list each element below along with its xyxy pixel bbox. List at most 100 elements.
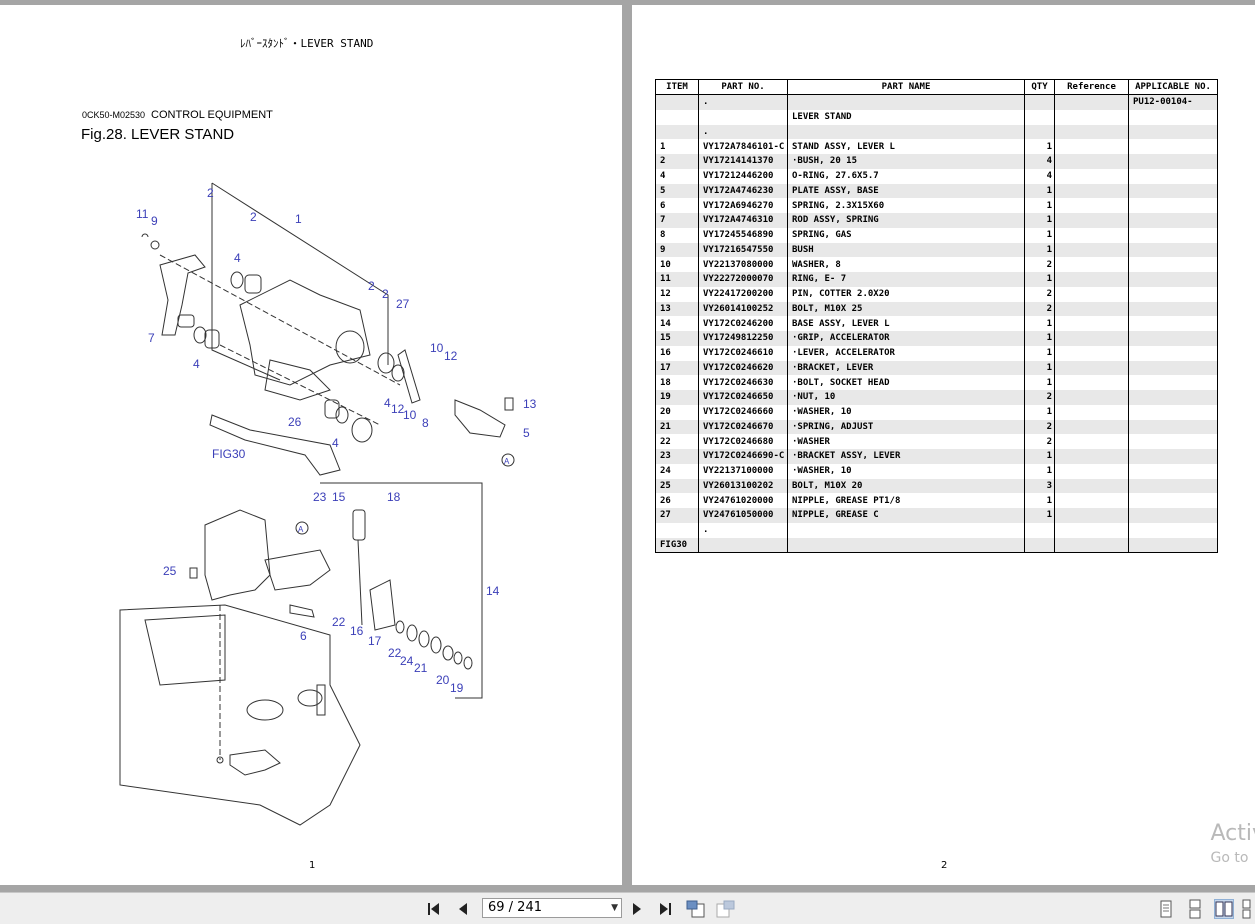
header-qty: QTY (1024, 79, 1055, 95)
prev-view-icon (686, 900, 705, 918)
washer-part (395, 620, 405, 634)
cell-part-name: O-RING, 27.6X5.7 (787, 168, 1025, 184)
cell-qty (1024, 537, 1055, 554)
cell-qty: 4 (1024, 168, 1055, 184)
cell-reference (1054, 463, 1129, 479)
cell-item (655, 94, 699, 110)
lever-accelerator-part (357, 539, 363, 626)
next-view-button[interactable] (714, 899, 736, 919)
cell-applicable-no (1128, 345, 1218, 361)
cell-item: 22 (655, 434, 699, 449)
table-header-row: ITEM PART NO. PART NAME QTY Reference AP… (655, 79, 1218, 95)
callout-10: 10 (430, 341, 444, 355)
header-item: ITEM (655, 79, 699, 95)
cell-part-no: VY172C0246620 (698, 360, 788, 376)
single-page-view-button[interactable] (1156, 899, 1176, 919)
cell-applicable-no (1128, 257, 1218, 272)
cell-qty: 1 (1024, 360, 1055, 376)
spring-part (418, 630, 430, 648)
table-row: LEVER STAND (655, 109, 1218, 125)
callout-17: 17 (368, 634, 382, 648)
cell-part-name: ·GRIP, ACCELERATOR (787, 331, 1025, 346)
continuous-view-button[interactable] (1185, 899, 1205, 919)
cell-item: 26 (655, 493, 699, 508)
cell-applicable-no (1128, 360, 1218, 376)
cell-applicable-no (1128, 375, 1218, 390)
cell-item: 7 (655, 213, 699, 228)
cell-part-name: SPRING, 2.3X15X60 (787, 198, 1025, 213)
next-page-button[interactable] (626, 899, 648, 919)
two-page-continuous-view-button[interactable] (1241, 899, 1255, 919)
floor-stud (316, 684, 326, 716)
page-number-input[interactable]: 69 / 241 ▼ (482, 898, 622, 918)
last-page-button[interactable] (654, 899, 676, 919)
cell-qty: 1 (1024, 183, 1055, 199)
last-page-icon (660, 903, 671, 915)
cell-item: 13 (655, 301, 699, 317)
cell-part-no: VY172C0246680 (698, 434, 788, 449)
frame-line (211, 182, 389, 365)
cell-qty: 1 (1024, 449, 1055, 464)
cell-item: 19 (655, 390, 699, 405)
activation-watermark: Activ Go to (1210, 821, 1255, 866)
cell-reference (1054, 139, 1129, 154)
cell-reference (1054, 94, 1129, 110)
callout-12: 12 (444, 349, 458, 363)
cell-reference (1054, 478, 1129, 494)
previous-view-button[interactable] (685, 899, 707, 919)
two-page-view-button[interactable] (1214, 899, 1234, 919)
callout-1: 1 (295, 212, 302, 226)
prev-page-button[interactable] (452, 899, 474, 919)
cell-item (655, 109, 699, 125)
o-ring-part (391, 364, 405, 382)
cell-part-name: WASHER, 8 (787, 257, 1025, 272)
spring-part (430, 636, 442, 654)
cell-part-no: VY22417200200 (698, 286, 788, 302)
next-view-icon (716, 900, 735, 918)
bracket-part (454, 399, 506, 438)
prev-page-icon (459, 903, 467, 915)
cell-part-no: VY26014100252 (698, 301, 788, 317)
fig30-lever-part (209, 414, 341, 476)
navigation-toolbar: 69 / 241 ▼ (0, 892, 1255, 924)
cell-part-no (698, 537, 788, 554)
chevron-down-icon[interactable]: ▼ (611, 903, 618, 913)
o-ring-part (335, 406, 349, 424)
first-page-button[interactable] (424, 899, 446, 919)
cell-applicable-no (1128, 168, 1218, 184)
callout-23: 23 (313, 490, 327, 504)
two-page-icon (1215, 901, 1233, 917)
callout-4: 4 (193, 357, 200, 371)
cell-reference (1054, 272, 1129, 287)
cell-part-no: VY17249812250 (698, 331, 788, 346)
cell-item: 10 (655, 257, 699, 272)
cell-qty: 2 (1024, 286, 1055, 302)
parts-table: ITEM PART NO. PART NAME QTY Reference AP… (655, 79, 1218, 554)
single-page-icon (1160, 900, 1172, 918)
cell-item: 2 (655, 154, 699, 169)
cell-qty (1024, 522, 1055, 538)
header-applicable-no: APPLICABLE NO. (1128, 79, 1218, 95)
plate-assy-base-part (264, 359, 331, 401)
cell-qty: 1 (1024, 316, 1055, 331)
cell-reference (1054, 419, 1129, 435)
cell-part-no: VY17212446200 (698, 168, 788, 184)
cell-reference (1054, 183, 1129, 199)
cell-reference (1054, 124, 1129, 140)
cell-item: 4 (655, 168, 699, 184)
ref-a-circle (295, 521, 309, 535)
base-assy-lever-part (204, 509, 271, 601)
cell-qty: 1 (1024, 213, 1055, 228)
cell-part-name: ·SPRING, ADJUST (787, 419, 1025, 435)
cell-part-name (787, 124, 1025, 140)
bush-part (150, 240, 160, 250)
table-row: .PU12-00104- (655, 94, 1218, 110)
page-number: 2 (941, 860, 948, 871)
